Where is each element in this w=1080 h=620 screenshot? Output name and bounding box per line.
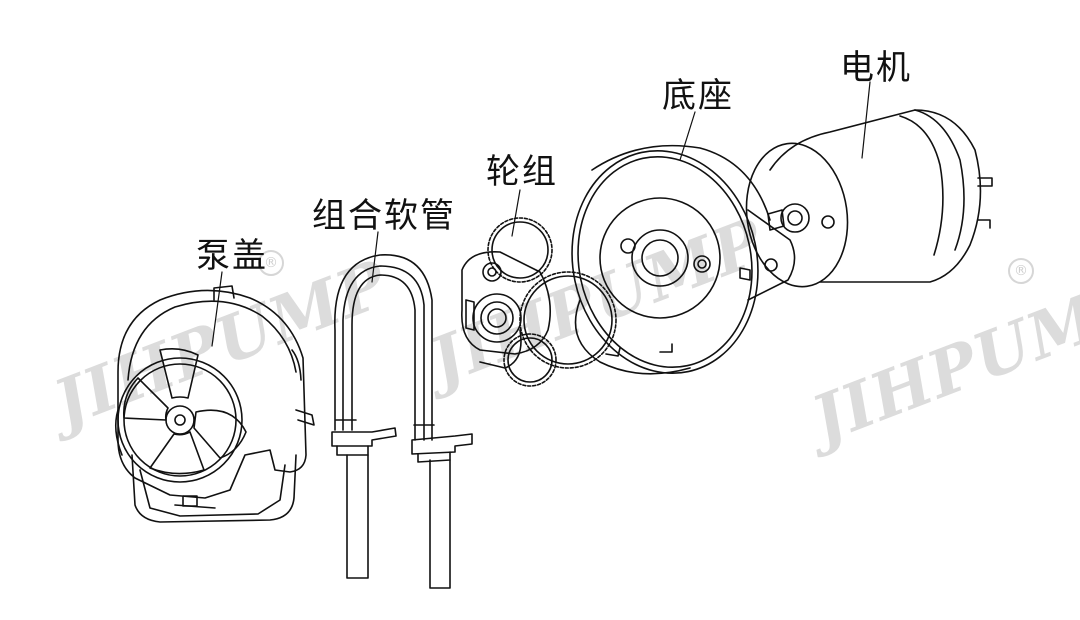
registered-mark-left: ® [258,250,284,276]
registered-mark-right: ® [1008,258,1034,284]
label-pump-cover: 泵盖 [196,236,268,276]
motor-part [745,109,993,288]
tube-part [331,254,473,589]
label-base: 底座 [662,76,734,116]
label-motor: 电机 [840,48,912,88]
pump-cover-part [114,285,315,523]
leader-lines [211,81,871,347]
label-gear-set: 轮组 [486,152,558,192]
gear-set-part [461,217,617,387]
label-tube: 组合软管 [312,196,456,236]
base-part [571,144,796,375]
